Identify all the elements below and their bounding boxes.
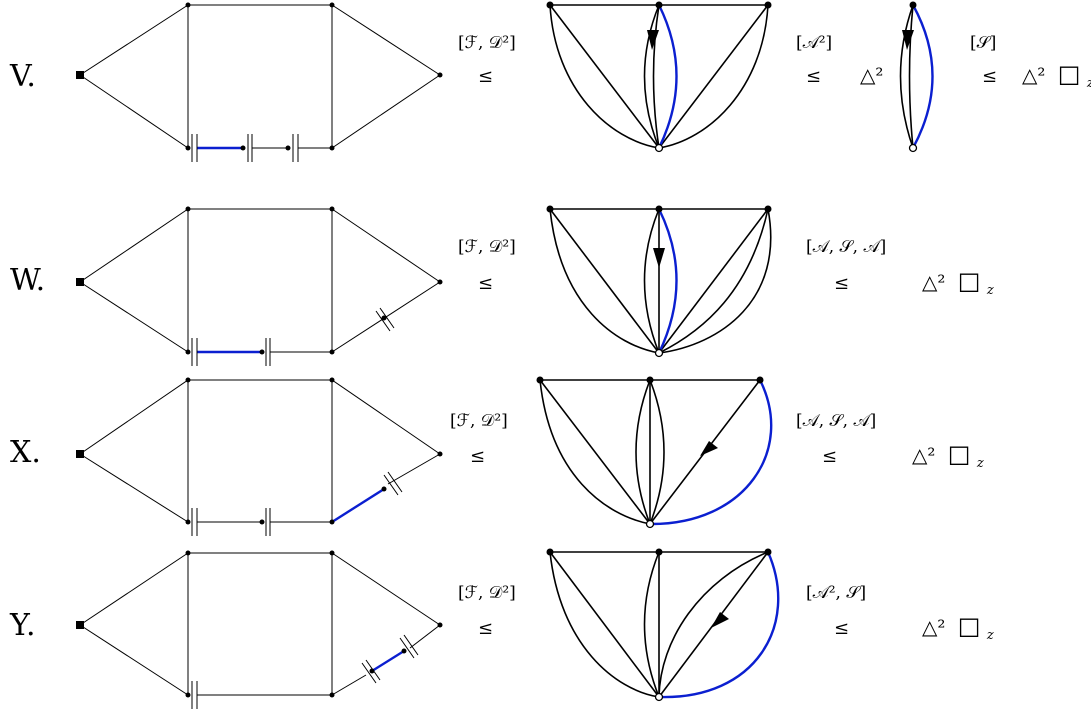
triangle-squared: △² (1022, 63, 1045, 87)
row-label-w: W. (10, 263, 45, 298)
reduction-step-1: [ℱ, 𝒟²] (458, 237, 516, 257)
highlighted-edge (657, 4, 678, 149)
box-subscript: z (976, 456, 984, 471)
arrow-head (700, 441, 718, 456)
reduction-step-3: [𝒮] (970, 33, 996, 53)
intermediate-result: △² (860, 63, 883, 87)
network-graph-y (76, 550, 443, 709)
row-x: X. [ℱ, 𝒟²] ≤ (10, 376, 984, 536)
box-subscript: z (1086, 76, 1091, 91)
arrow-head (711, 612, 729, 628)
reduction-step-2: [𝒜, 𝒮, 𝒜] (806, 237, 886, 257)
fan-graph-y (546, 548, 780, 702)
reduction-step-2: [𝒜, 𝒮, 𝒜] (796, 411, 876, 431)
box-subscript: z (986, 283, 994, 298)
fan-graph-v (546, 1, 772, 153)
row-label-x: X. (10, 435, 41, 470)
cut-markers (191, 634, 419, 709)
sink-node (645, 519, 655, 529)
sink-node (654, 692, 664, 702)
highlighted-edge (331, 487, 385, 524)
final-result: △² □ z (1022, 60, 1091, 91)
network-graph-x (76, 377, 443, 536)
reduction-step-1: [ℱ, 𝒟²] (458, 33, 516, 53)
leq-symbol: ≤ (806, 66, 821, 87)
triangle-squared: △² (912, 443, 935, 467)
row-label-v: V. (9, 59, 36, 94)
fan-graph-x (536, 376, 773, 529)
box-symbol: □ (958, 267, 981, 295)
box-symbol: □ (948, 440, 971, 468)
network-graph-w (76, 206, 443, 366)
arrow-head (902, 30, 914, 50)
cut-markers (191, 134, 299, 162)
sink-node (654, 348, 664, 358)
triangle-squared: △² (922, 615, 945, 639)
sink-node (654, 143, 664, 153)
reduction-step-1: [ℱ, 𝒟²] (450, 411, 508, 431)
lens-graph-v (899, 1, 934, 153)
leq-symbol: ≤ (982, 66, 997, 87)
box-symbol: □ (1058, 60, 1081, 88)
final-result: △² □ z (922, 267, 994, 298)
row-v: V. [ℱ, 𝒟²] ≤ (9, 1, 1091, 162)
leq-symbol: ≤ (834, 273, 849, 294)
triangle-squared: △² (922, 270, 945, 294)
reduction-step-2: [𝒜², 𝒮] (806, 583, 866, 603)
cut-markers (191, 471, 403, 536)
box-subscript: z (986, 628, 994, 643)
highlighted-edge (371, 649, 405, 673)
row-label-y: Y. (9, 608, 35, 643)
reduction-step-2: [𝒜²] (796, 33, 832, 53)
sink-node (908, 143, 918, 153)
highlighted-edge (911, 4, 934, 149)
row-y: Y. [ℱ, 𝒟²] ≤ (9, 548, 994, 709)
highlighted-edge (658, 551, 780, 699)
leq-symbol: ≤ (834, 618, 849, 639)
reduction-step-1: [ℱ, 𝒟²] (458, 583, 516, 603)
leq-symbol: ≤ (822, 446, 837, 467)
leq-symbol: ≤ (478, 618, 493, 639)
highlighted-edge (657, 208, 678, 354)
leq-symbol: ≤ (478, 273, 493, 294)
final-result: △² □ z (922, 612, 994, 643)
network-graph-v (76, 2, 443, 162)
leq-symbol: ≤ (478, 66, 493, 87)
box-symbol: □ (958, 612, 981, 640)
highlighted-edge (649, 379, 773, 526)
arrow-head (647, 30, 659, 50)
row-w: W. [ℱ, 𝒟²] ≤ (10, 205, 994, 366)
cut-markers (191, 307, 395, 366)
arrow-head (653, 248, 665, 268)
fan-graph-w (546, 205, 772, 358)
final-result: △² □ z (912, 440, 984, 471)
leq-symbol: ≤ (470, 446, 485, 467)
